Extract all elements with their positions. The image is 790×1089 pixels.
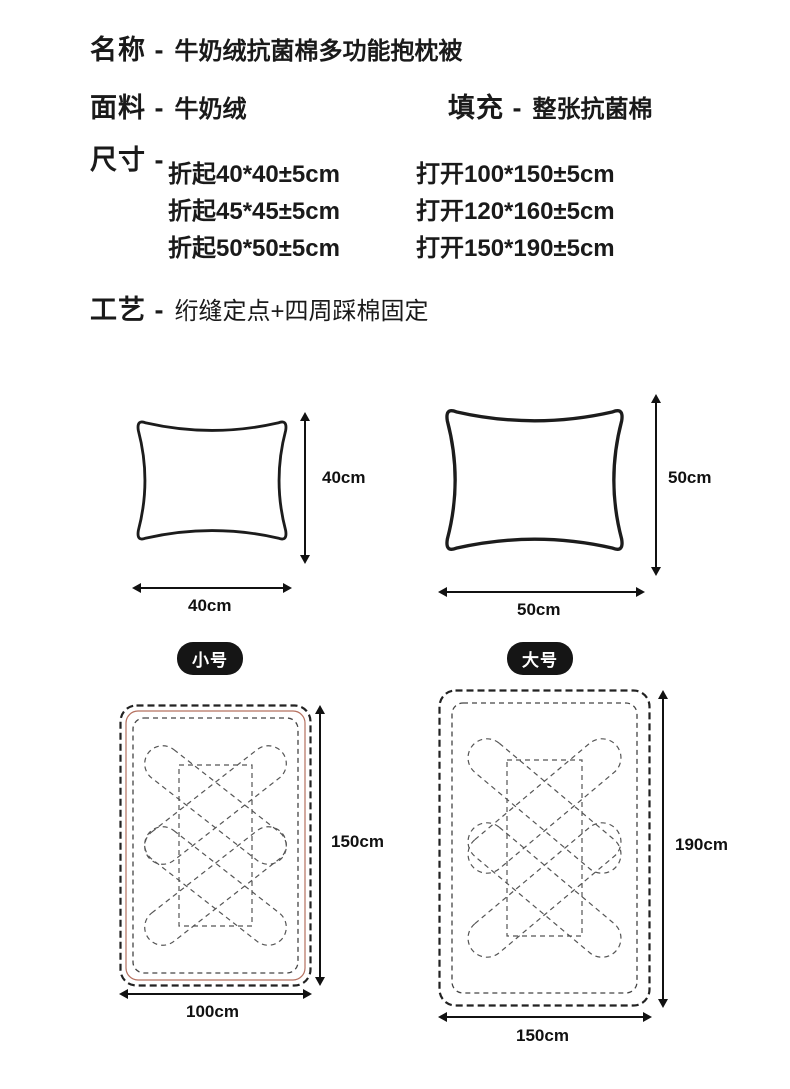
large-pillow-width-arrow: [438, 586, 645, 598]
small-pillow-outline: [136, 420, 288, 541]
filling-line: 填充 - 整张抗菌棉: [448, 86, 653, 125]
filling-value: 整张抗菌棉: [532, 96, 653, 123]
arrow-shaft: [304, 419, 306, 557]
small-blanket-diagram: [119, 704, 312, 987]
large-pillow-height-arrow: [650, 394, 662, 576]
small-blanket-width-label: 100cm: [186, 1002, 239, 1021]
size-row: 折起50*50±5cm 打开150*190±5cm: [168, 230, 615, 267]
arrow-shaft: [655, 401, 657, 569]
arrow-shaft: [662, 697, 664, 1001]
size-row: 折起45*45±5cm 打开120*160±5cm: [168, 193, 615, 230]
small-blanket-height-arrow: [314, 705, 326, 986]
fabric-label: 面料 -: [90, 93, 165, 123]
large-pillow-outline: [445, 409, 624, 551]
craft-value: 绗缝定点+四周踩棉固定: [174, 298, 429, 325]
large-blanket-width-arrow: [438, 1011, 652, 1023]
craft-line: 工艺 - 绗缝定点+四周踩棉固定: [90, 288, 429, 327]
size-label: 尺寸 -: [90, 145, 165, 175]
small-pillow-width-arrow: [132, 582, 292, 594]
arrow-shaft: [139, 587, 285, 589]
large-pillow-height-label: 50cm: [668, 468, 712, 487]
small-pillow-height-arrow: [299, 412, 311, 564]
small-size-badge: 小号: [177, 642, 243, 675]
fabric-value: 牛奶绒: [174, 96, 247, 123]
size-folded: 折起45*45±5cm: [168, 198, 340, 225]
arrow-shaft: [126, 993, 305, 995]
product-name-line: 名称 - 牛奶绒抗菌棉多功能抱枕被: [90, 28, 463, 67]
filling-label: 填充 -: [448, 93, 523, 123]
size-open: 打开100*150±5cm: [416, 161, 615, 188]
size-table: 折起40*40±5cm 打开100*150±5cm 折起45*45±5cm 打开…: [168, 156, 615, 267]
large-pillow-width-label: 50cm: [517, 600, 561, 619]
name-value: 牛奶绒抗菌棉多功能抱枕被: [174, 38, 463, 65]
name-label: 名称 -: [90, 35, 165, 65]
fabric-line: 面料 - 牛奶绒: [90, 86, 247, 125]
craft-label: 工艺 -: [90, 295, 165, 325]
size-folded: 折起50*50±5cm: [168, 235, 340, 262]
small-pillow-height-label: 40cm: [322, 468, 366, 487]
arrow-shaft: [319, 712, 321, 979]
size-open: 打开150*190±5cm: [416, 235, 615, 262]
size-row: 折起40*40±5cm 打开100*150±5cm: [168, 156, 615, 193]
small-blanket-width-arrow: [119, 988, 312, 1000]
size-folded: 折起40*40±5cm: [168, 161, 340, 188]
size-open: 打开120*160±5cm: [416, 198, 615, 225]
arrow-shaft: [445, 591, 638, 593]
large-blanket-width-label: 150cm: [516, 1026, 569, 1045]
small-blanket-height-label: 150cm: [331, 832, 384, 851]
arrow-shaft: [445, 1016, 645, 1018]
large-size-badge: 大号: [507, 642, 573, 675]
large-blanket-height-arrow: [657, 690, 669, 1008]
small-pillow-width-label: 40cm: [188, 596, 232, 615]
large-blanket-diagram: [438, 689, 651, 1007]
large-blanket-height-label: 190cm: [675, 835, 728, 854]
